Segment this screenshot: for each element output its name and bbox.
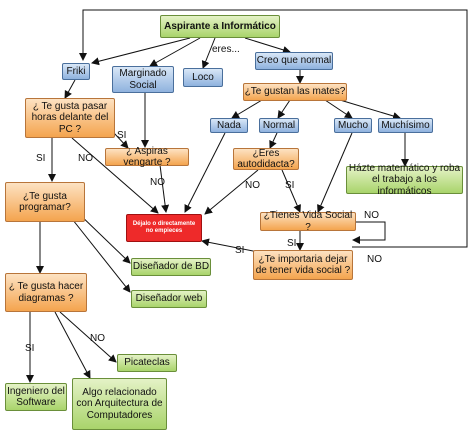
edge-importaria-dejalo — [201, 238, 259, 253]
node-creo-normal: Creo que normal — [255, 52, 333, 70]
edge-auto-dejalo — [204, 169, 259, 215]
node-disenador-bd: Diseñador de BD — [131, 258, 211, 276]
label-si-pasar: SI — [36, 153, 46, 164]
label-no-auto: NO — [245, 180, 260, 191]
node-ingeniero: Ingeniero del Software — [5, 383, 67, 411]
node-picateclas: Picateclas — [117, 354, 177, 372]
node-gustan-mates: ¿Te gustan las mates? — [243, 83, 347, 101]
node-arquitectura: Algo relacionado con Arquitectura de Com… — [72, 378, 167, 430]
node-dejalo: Déjalo o directamente no empieces — [126, 214, 202, 242]
edge-auto-vida — [281, 169, 301, 213]
node-aspirante: Aspirante a Informático — [160, 15, 280, 38]
edge-diagramas-arquitectura — [54, 311, 91, 379]
label-no-importaria: NO — [367, 254, 382, 265]
edge-root-friki — [91, 37, 191, 66]
edge-loop-top — [79, 9, 468, 248]
node-friki: Friki — [62, 63, 90, 80]
node-marginado: Marginado Social — [112, 66, 174, 93]
label-no-vida: NO — [364, 210, 379, 221]
edge-vida-importaria — [352, 221, 386, 244]
node-pasar-horas: ¿ Te gusta pasar horas delante del PC ? — [25, 98, 115, 138]
label-eres: eres... — [212, 44, 240, 55]
edge-mates-nada — [231, 99, 263, 119]
label-si-auto: SI — [285, 180, 295, 191]
node-hazte: Házte matemático y roba el trabajo a los… — [346, 163, 463, 197]
node-diagramas: ¿ Te gusta hacer diagramas ? — [5, 273, 87, 312]
edge-root-creo — [244, 37, 291, 54]
edge-nada-dejalo — [184, 132, 226, 213]
node-disenador-web: Diseñador web — [131, 290, 207, 308]
label-no-vengarte: NO — [150, 177, 165, 188]
node-nada: Nada — [210, 118, 248, 133]
edge-pasar-dejalo — [71, 137, 159, 214]
edge-normal-auto — [269, 132, 278, 149]
label-no-pasar: NO — [78, 153, 93, 164]
label-no-diagramas: NO — [90, 333, 105, 344]
node-autodidacta: ¿Eres autodidacta? — [233, 148, 299, 170]
edge-vengarte-dejalo — [159, 164, 170, 213]
edge-mates-muchisimo — [339, 99, 401, 120]
edge-mates-normal — [277, 99, 291, 119]
edge-diagramas-picateclas — [59, 311, 117, 363]
node-mucho: Mucho — [334, 118, 372, 133]
node-vida-social: ¿Tienes Vida Social ? — [260, 210, 356, 233]
node-programar: ¿Te gusta programar? — [5, 182, 85, 222]
label-si-importaria: SI — [235, 245, 245, 256]
edge-mucho-vida — [317, 132, 353, 213]
node-muchisimo: Muchísimo — [378, 118, 433, 133]
label-si-diagramas: SI — [25, 343, 35, 354]
edge-root-marginado — [149, 37, 201, 67]
node-loco: Loco — [183, 68, 223, 87]
node-normal: Normal — [259, 118, 299, 133]
edge-programar-web — [64, 209, 131, 293]
edge-mates-mucho — [324, 99, 353, 119]
edge-root-loco — [201, 37, 216, 69]
node-vengarte: ¿ Aspiras vengarte ? — [105, 146, 189, 168]
node-importaria: ¿Te importaria dejar de tener vida socia… — [253, 250, 353, 280]
label-si-vida: SI — [287, 238, 297, 249]
label-si-vengarte: SI — [117, 130, 127, 141]
edge-friki-pasar — [64, 79, 76, 99]
